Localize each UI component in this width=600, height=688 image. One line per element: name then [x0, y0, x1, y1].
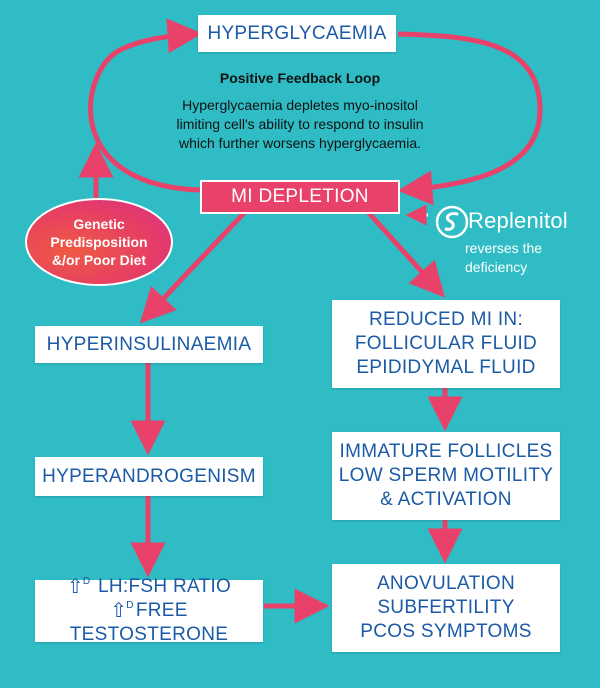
node-mi-depletion-label: MI DEPLETION	[231, 186, 369, 207]
node-hyperandrogenism-label: HYPERANDROGENISM	[42, 465, 256, 487]
node-mi-depletion: MI DEPLETION	[200, 180, 400, 214]
node-hyperandrogenism: HYPERANDROGENISM	[35, 457, 263, 496]
arrow-mi-to-reduced	[366, 210, 446, 298]
node-reduced-mi: REDUCED MI IN: FOLLICULAR FLUID EPIDIDYM…	[332, 300, 560, 388]
replenitol-logo-icon	[435, 205, 469, 239]
cause-line-3: &/or Poor Diet	[51, 252, 147, 269]
lh-fsh-line-1: ⇧D LH:FSH RATIO	[67, 575, 231, 599]
replenitol-line-2: deficiency	[465, 258, 528, 275]
loop-arrow-left	[88, 18, 203, 193]
cause-line-2: Predisposition	[50, 233, 148, 250]
lh-fsh-marker-2: D	[126, 600, 134, 612]
loop-line-2: limiting cell's ability to respond to in…	[176, 115, 424, 132]
loop-arrow-right	[397, 31, 543, 206]
reduced-mi-line-2: FOLLICULAR FLUID	[354, 333, 538, 355]
node-anovulation: ANOVULATION SUBFERTILITY PCOS SYMPTOMS	[332, 564, 560, 652]
cause-oval: Genetic Predisposition &/or Poor Diet	[25, 198, 173, 286]
anovulation-line-1: ANOVULATION	[376, 573, 516, 595]
arrow-mi-to-hyperinsulinaemia	[139, 210, 247, 324]
node-immature: IMMATURE FOLLICLES LOW SPERM MOTILITY & …	[332, 432, 560, 520]
lh-fsh-text-2: FREE TESTOSTERONE	[69, 600, 229, 645]
anovulation-line-2: SUBFERTILITY	[377, 597, 515, 619]
node-hyperglycaemia: HYPERGLYCAEMIA	[198, 15, 396, 52]
loop-line-3: which further worsens hyperglycaemia.	[179, 134, 421, 151]
immature-line-1: IMMATURE FOLLICLES	[339, 441, 553, 463]
anovulation-line-3: PCOS SYMPTOMS	[360, 620, 532, 642]
loop-line-1: Hyperglycaemia depletes myo-inositol	[182, 97, 418, 113]
immature-line-2: LOW SPERM MOTILITY	[338, 465, 554, 487]
reduced-mi-line-3: EPIDIDYMAL FLUID	[356, 356, 536, 378]
replenitol-description: reverses the deficiency	[465, 239, 585, 277]
loop-description: Hyperglycaemia depletes myo-inositol lim…	[128, 96, 472, 153]
immature-line-3: & ACTIVATION	[380, 488, 512, 510]
up-arrow-icon: ⇧	[110, 600, 128, 623]
lh-fsh-text-1: LH:FSH RATIO	[98, 576, 232, 598]
up-arrow-icon: ⇧	[66, 576, 84, 599]
cause-line-1: Genetic	[73, 215, 125, 232]
node-hyperinsulinaemia-label: HYPERINSULINAEMIA	[46, 333, 252, 355]
replenitol-line-1: reverses the	[465, 240, 543, 256]
node-hyperglycaemia-label: HYPERGLYCAEMIA	[207, 22, 387, 44]
replenitol-brand: Replenitol	[468, 208, 568, 233]
node-hyperinsulinaemia: HYPERINSULINAEMIA	[35, 326, 263, 363]
loop-title: Positive Feedback Loop	[219, 70, 381, 86]
reduced-mi-line-1: REDUCED MI IN:	[368, 309, 524, 331]
lh-fsh-marker-1: D	[82, 576, 91, 588]
